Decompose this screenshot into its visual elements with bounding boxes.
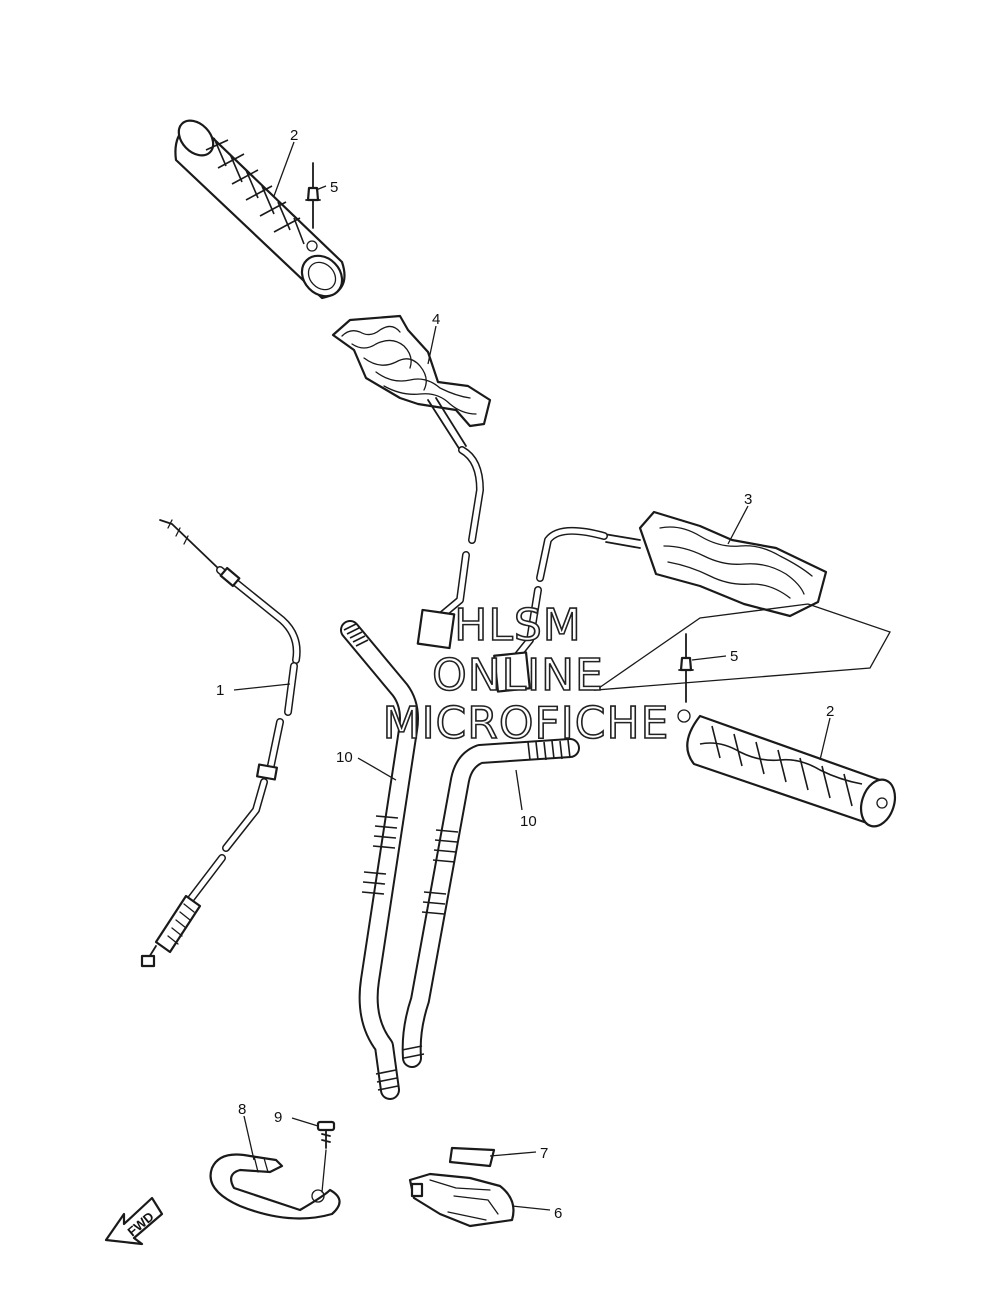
pad[interactable] xyxy=(448,1146,496,1168)
grip-top[interactable] xyxy=(172,114,350,304)
rivet-pin-top[interactable] xyxy=(305,162,321,229)
callout-labels: 2 5 4 3 5 2 1 10 10 8 9 7 6 xyxy=(216,127,834,1222)
callout-5-right: 5 xyxy=(730,648,738,665)
watermark-line-3: MICROFICHE xyxy=(383,698,670,749)
callout-8: 8 xyxy=(238,1101,246,1118)
callout-4: 4 xyxy=(432,311,440,328)
callout-3: 3 xyxy=(744,491,752,508)
callout-10-right: 10 xyxy=(520,813,537,830)
callout-1: 1 xyxy=(216,682,224,699)
handlebar-right[interactable] xyxy=(401,738,580,1068)
heater-wire-4 xyxy=(416,446,484,650)
callout-7: 7 xyxy=(540,1145,548,1162)
watermark-line-2: ONLINE xyxy=(432,650,604,701)
mount-bracket[interactable] xyxy=(408,1172,515,1228)
leader-lines xyxy=(233,141,831,1211)
watermark-line-1: HLSM xyxy=(454,600,582,651)
callout-2-right: 2 xyxy=(826,703,834,720)
watermark: HLSM ONLINE MICROFICHE xyxy=(382,599,670,750)
heater-wire-3 xyxy=(493,526,608,693)
callout-6: 6 xyxy=(554,1205,562,1222)
callout-10-left: 10 xyxy=(336,749,353,766)
throttle-cable[interactable] xyxy=(140,519,301,968)
forward-direction-arrow: FWD xyxy=(104,1196,164,1246)
grip-right[interactable] xyxy=(677,709,901,831)
callout-5-top: 5 xyxy=(330,179,338,196)
grip-heater-element-3[interactable] xyxy=(593,510,891,691)
handlebar-left[interactable] xyxy=(340,620,419,1100)
grip-heater-element-4[interactable] xyxy=(331,314,492,451)
callout-9: 9 xyxy=(274,1109,282,1126)
screw[interactable] xyxy=(316,1120,336,1193)
rivet-pin-right[interactable] xyxy=(678,633,694,703)
guard-bracket[interactable] xyxy=(209,1153,341,1220)
callout-2-top: 2 xyxy=(290,127,298,144)
